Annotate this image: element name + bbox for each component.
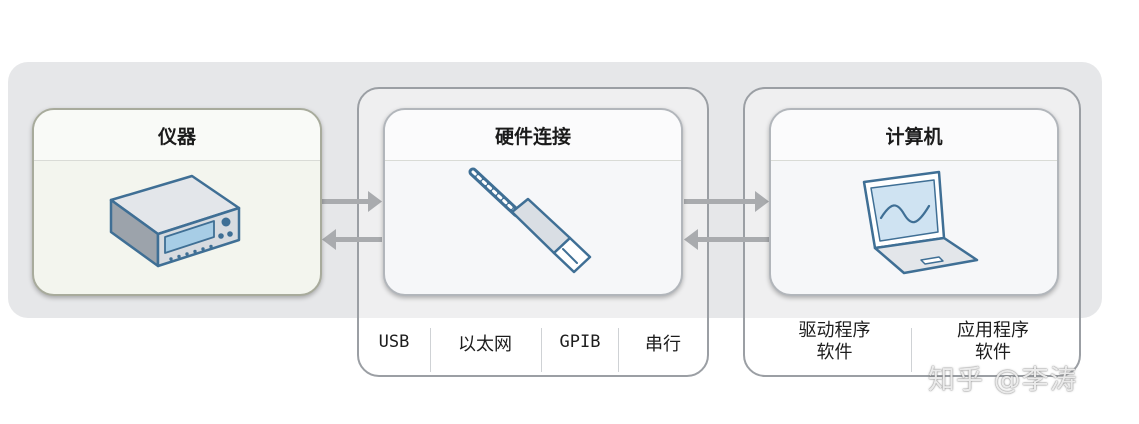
- software-type-divider: [911, 328, 912, 372]
- hardware-type-gpib: GPIB: [559, 332, 601, 352]
- hardware-type-divider: [541, 328, 542, 372]
- hardware-type-divider: [618, 328, 619, 372]
- hardware-type-serial: 串行: [645, 334, 681, 355]
- instrument-title: 仪器: [34, 110, 320, 161]
- arrow-hardware-to-instrument: [322, 229, 382, 250]
- usb-cable-icon: [468, 167, 592, 274]
- software-type-driver: 驱动程序 软件: [762, 320, 907, 364]
- software-type-application-line2: 软件: [975, 342, 1011, 363]
- bench-instrument-icon: [109, 174, 241, 268]
- arrow-computer-to-hardware: [684, 229, 769, 250]
- software-type-driver-line1: 驱动程序: [798, 320, 871, 341]
- hardware-type-ethernet: 以太网: [458, 334, 512, 355]
- hardware-type-usb: USB: [378, 332, 410, 352]
- computer-title: 计算机: [771, 110, 1057, 161]
- watermark: 知乎 @李涛: [928, 365, 1078, 396]
- hardware-type-divider: [430, 328, 431, 372]
- computer-panel: 计算机: [769, 108, 1059, 296]
- laptop-icon: [862, 170, 979, 275]
- software-type-application-line1: 应用程序: [957, 320, 1029, 341]
- hardware-connection-title: 硬件连接: [385, 110, 681, 161]
- instrument-panel: 仪器: [32, 108, 322, 296]
- hardware-connection-panel: 硬件连接: [383, 108, 683, 296]
- software-type-application: 应用程序 软件: [918, 320, 1068, 364]
- arrow-instrument-to-hardware: [322, 191, 382, 212]
- software-type-driver-line2: 软件: [816, 342, 853, 363]
- arrow-hardware-to-computer: [684, 191, 769, 212]
